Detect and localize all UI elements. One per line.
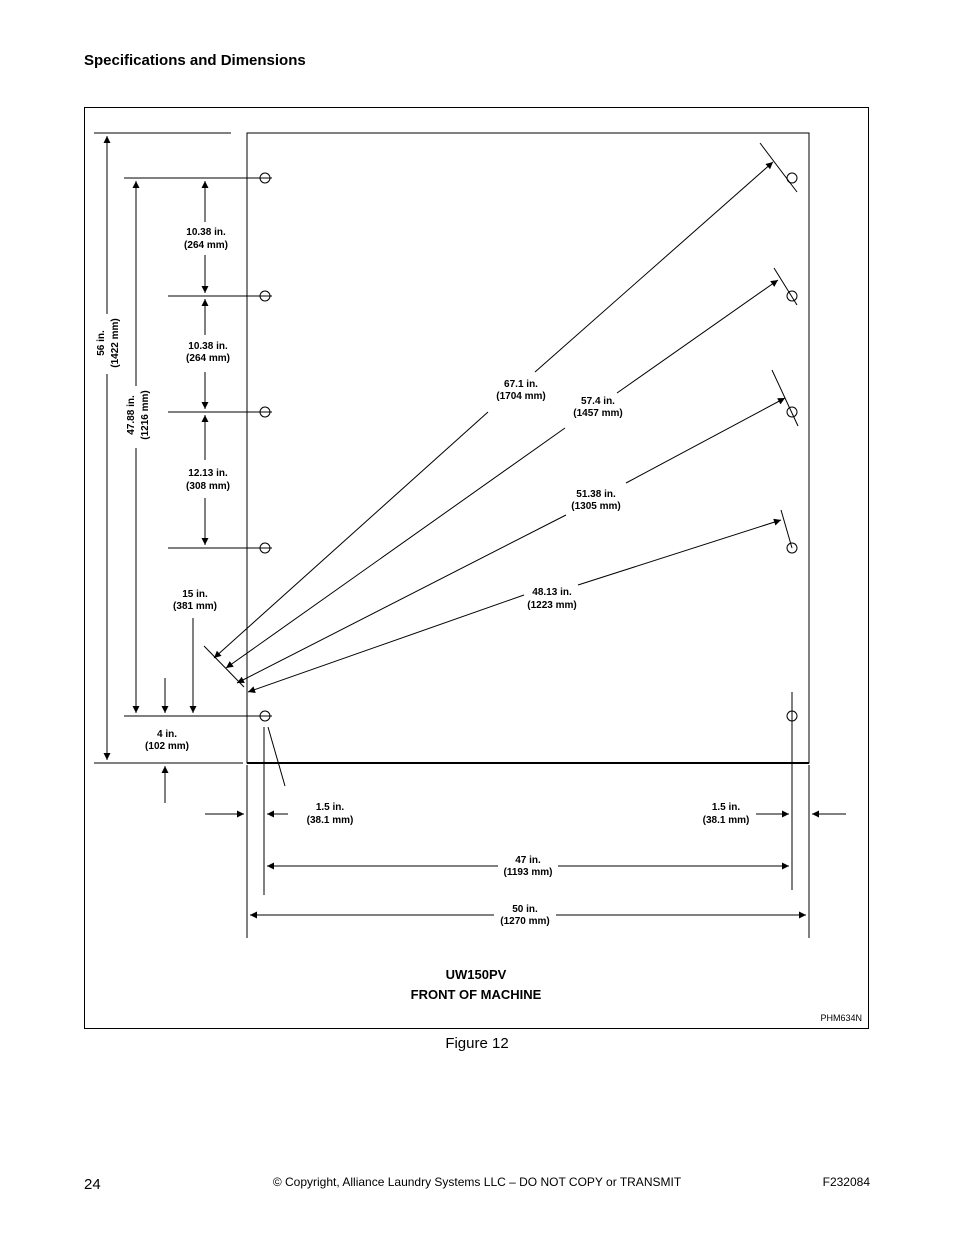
dim-diag-1-mm: (1704 mm) — [496, 391, 545, 402]
dim-side-left-in: 1.5 in. — [316, 802, 345, 813]
document-number: F232084 — [822, 1175, 870, 1189]
dim-overall-height-in: 56 in. — [96, 330, 107, 356]
machine-outline — [246, 132, 810, 764]
dim-spacing-3-in: 12.13 in. — [188, 468, 228, 479]
dim-diag-2-in: 57.4 in. — [581, 396, 615, 407]
dim-spacing-4-mm: (381 mm) — [173, 601, 217, 612]
dim-bolt-span-width-mm: (1193 mm) — [504, 867, 553, 878]
page-number: 24 — [84, 1176, 101, 1193]
model-name: UW150PV — [446, 967, 507, 982]
drawing-ref-code: PHM634N — [820, 1013, 862, 1023]
dim-diag-2-mm: (1457 mm) — [573, 408, 622, 419]
dim-overall-width-in: 50 in. — [512, 904, 538, 915]
bolt-hole — [786, 542, 798, 554]
dim-diag-3-in: 51.38 in. — [576, 489, 616, 500]
view-label: FRONT OF MACHINE — [411, 987, 542, 1002]
dim-spacing-2-in: 10.38 in. — [188, 341, 228, 352]
dim-diag-3-mm: (1305 mm) — [571, 501, 620, 512]
dim-side-right-in: 1.5 in. — [712, 802, 741, 813]
dim-overall-height-mm: (1422 mm) — [110, 318, 121, 367]
dim-spacing-1-in: 10.38 in. — [186, 227, 226, 238]
dim-spacing-1-mm: (264 mm) — [184, 240, 228, 251]
bolt-hole — [786, 290, 798, 302]
figure-frame — [84, 107, 869, 1029]
dim-bottom-offset-mm: (102 mm) — [145, 741, 189, 752]
dim-spacing-2-mm: (264 mm) — [186, 353, 230, 364]
dim-bolt-span-width-in: 47 in. — [515, 855, 541, 866]
dim-bolt-span-height-mm: (1216 mm) — [140, 390, 151, 439]
section-title: Specifications and Dimensions — [84, 52, 306, 69]
dim-diag-1-in: 67.1 in. — [504, 379, 538, 390]
figure-caption: Figure 12 — [445, 1035, 509, 1052]
dim-spacing-3-mm: (308 mm) — [186, 481, 230, 492]
dim-bolt-span-height-in: 47.88 in. — [126, 395, 137, 435]
dim-bottom-offset-in: 4 in. — [157, 729, 177, 740]
dim-side-left-mm: (38.1 mm) — [307, 815, 354, 826]
dim-diag-4-in: 48.13 in. — [532, 587, 572, 598]
dim-side-right-mm: (38.1 mm) — [703, 815, 750, 826]
dim-spacing-4-in: 15 in. — [182, 589, 208, 600]
dim-diag-4-mm: (1223 mm) — [527, 600, 576, 611]
bolt-hole — [786, 406, 798, 418]
dim-overall-width-mm: (1270 mm) — [500, 916, 549, 927]
copyright-notice: © Copyright, Alliance Laundry Systems LL… — [272, 1175, 682, 1189]
